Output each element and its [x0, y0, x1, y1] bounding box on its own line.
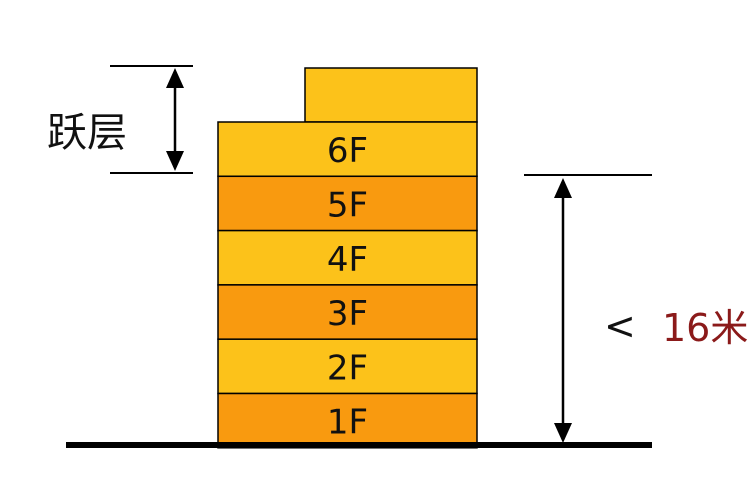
floors-stack: 6F 5F 4F 3F 2F 1F [217, 121, 478, 449]
height-value: 16米 [662, 306, 748, 350]
height-arrow-up-icon [554, 178, 572, 198]
loft-block [304, 67, 478, 123]
floor-label: 1F [327, 403, 368, 443]
floor-label: 4F [327, 240, 368, 280]
loft-arrow-down-icon [166, 151, 184, 171]
height-arrow-down-icon [554, 423, 572, 443]
floor-label: 2F [327, 348, 368, 388]
floor-label: 5F [327, 185, 368, 225]
loft-label: 跃层 [47, 110, 127, 156]
floor-block [217, 392, 478, 449]
floor-block [217, 229, 478, 286]
floor-label: 3F [327, 294, 368, 334]
floor-label: 6F [327, 131, 368, 171]
floor-block [217, 121, 478, 178]
floor-block [217, 284, 478, 340]
height-lt-sign: < [604, 304, 636, 348]
floor-block [217, 175, 478, 232]
loft-arrow-up-icon [166, 68, 184, 88]
